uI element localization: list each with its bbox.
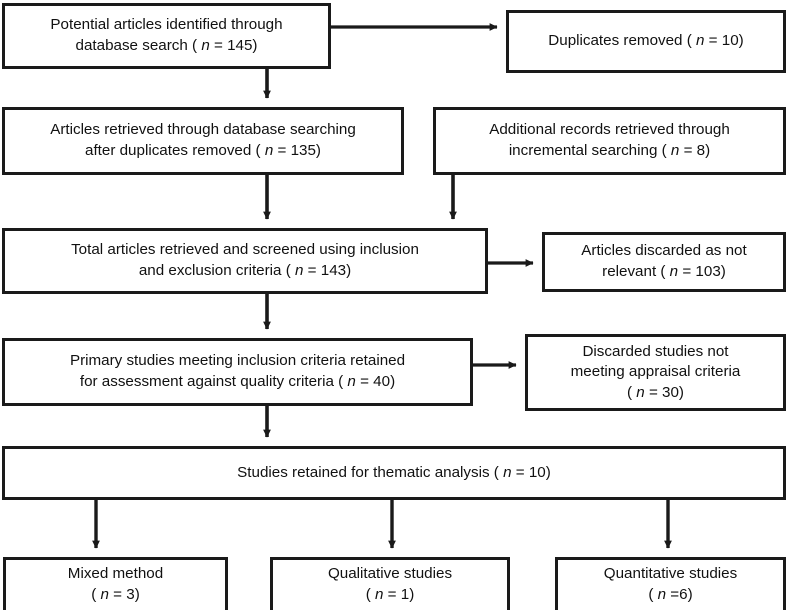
node-quantitative-studies: Quantitative studies( n =6) (555, 557, 786, 610)
node-primary-studies-label: Primary studies meeting inclusion criter… (69, 352, 406, 390)
node-mixed-method-label: Mixed method( n = 3) (67, 565, 164, 603)
node-duplicates-removed: Duplicates removed ( n = 10) (506, 10, 786, 73)
node-thematic-analysis-label: Studies retained for thematic analysis (… (237, 463, 551, 481)
node-qualitative-studies-label: Qualitative studies( n = 1) (327, 565, 453, 603)
node-articles-retrieved-label: Articles retrieved through database sear… (50, 121, 356, 159)
node-total-screened-label: Total articles retrieved and screened us… (71, 241, 419, 279)
node-total-screened: Total articles retrieved and screened us… (2, 228, 488, 294)
node-quantitative-studies-label: Quantitative studies( n =6) (603, 565, 738, 603)
node-articles-retrieved: Articles retrieved through database sear… (2, 107, 404, 175)
node-mixed-method: Mixed method( n = 3) (3, 557, 228, 610)
node-thematic-analysis: Studies retained for thematic analysis (… (2, 446, 786, 500)
node-primary-studies: Primary studies meeting inclusion criter… (2, 338, 473, 406)
node-qualitative-studies: Qualitative studies( n = 1) (270, 557, 510, 610)
node-duplicates-removed-label: Duplicates removed ( n = 10) (548, 32, 744, 50)
